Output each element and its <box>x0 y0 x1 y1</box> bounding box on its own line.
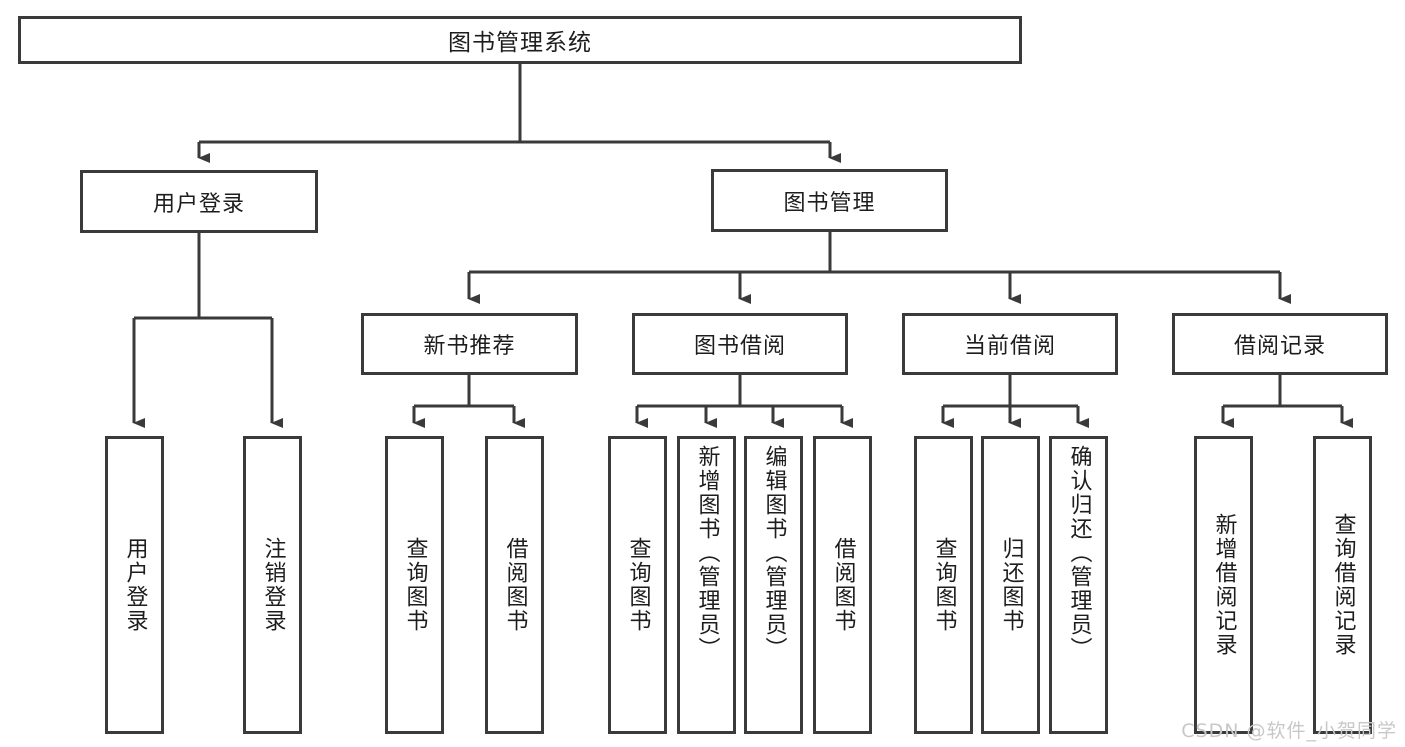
node-label: 借阅记录 <box>1233 334 1326 359</box>
leaf-new-book-query[interactable]: 查询图书 <box>385 436 444 734</box>
leaf-current-query-book[interactable]: 查询图书 <box>914 436 973 734</box>
leaf-current-return-book[interactable]: 归还图书 <box>981 436 1040 734</box>
node-label: 借阅图书 <box>502 537 528 633</box>
node-borrow-record[interactable]: 借阅记录 <box>1172 313 1388 375</box>
node-current-borrow[interactable]: 当前借阅 <box>902 313 1118 375</box>
leaf-borrow-add-book-admin[interactable]: 新增图书（管理员） <box>677 436 736 734</box>
leaf-record-add[interactable]: 新增借阅记录 <box>1194 436 1253 734</box>
leaf-user-login-signin[interactable]: 用户登录 <box>105 436 164 734</box>
node-user-login[interactable]: 用户登录 <box>80 170 318 233</box>
watermark-text: CSDN @软件_小贺同学 <box>1181 720 1397 742</box>
leaf-user-login-signout[interactable]: 注销登录 <box>243 436 302 734</box>
node-label: 归还图书 <box>998 537 1024 633</box>
leaf-new-book-borrow[interactable]: 借阅图书 <box>485 436 544 734</box>
node-label: 查询图书 <box>931 537 957 633</box>
node-label: 查询图书 <box>625 537 651 633</box>
node-book-management[interactable]: 图书管理 <box>711 169 948 232</box>
node-label: 查询借阅记录 <box>1330 513 1356 657</box>
node-label: 用户登录 <box>152 191 245 217</box>
node-label: 编辑图书（管理员） <box>761 445 787 661</box>
node-label: 图书管理 <box>783 190 876 216</box>
node-book-borrow[interactable]: 图书借阅 <box>632 313 848 375</box>
node-label: 当前借阅 <box>963 334 1056 359</box>
node-label: 图书管理系统 <box>448 30 592 56</box>
node-label: 图书借阅 <box>693 334 786 359</box>
node-label: 用户登录 <box>122 537 148 633</box>
node-label: 新增借阅记录 <box>1211 513 1237 657</box>
leaf-borrow-query-book[interactable]: 查询图书 <box>608 436 667 734</box>
node-label: 借阅图书 <box>830 537 856 633</box>
node-root-system[interactable]: 图书管理系统 <box>18 16 1022 64</box>
leaf-record-query[interactable]: 查询借阅记录 <box>1313 436 1372 734</box>
node-label: 查询图书 <box>402 537 428 633</box>
node-label: 注销登录 <box>260 537 286 633</box>
node-label: 确认归还（管理员） <box>1066 445 1092 661</box>
leaf-current-confirm-return-admin[interactable]: 确认归还（管理员） <box>1049 436 1108 734</box>
node-new-book-recommend[interactable]: 新书推荐 <box>361 313 578 375</box>
node-label: 新增图书（管理员） <box>694 445 720 661</box>
leaf-borrow-edit-book-admin[interactable]: 编辑图书（管理员） <box>744 436 803 734</box>
node-label: 新书推荐 <box>423 334 516 359</box>
leaf-borrow-borrow-book[interactable]: 借阅图书 <box>813 436 872 734</box>
